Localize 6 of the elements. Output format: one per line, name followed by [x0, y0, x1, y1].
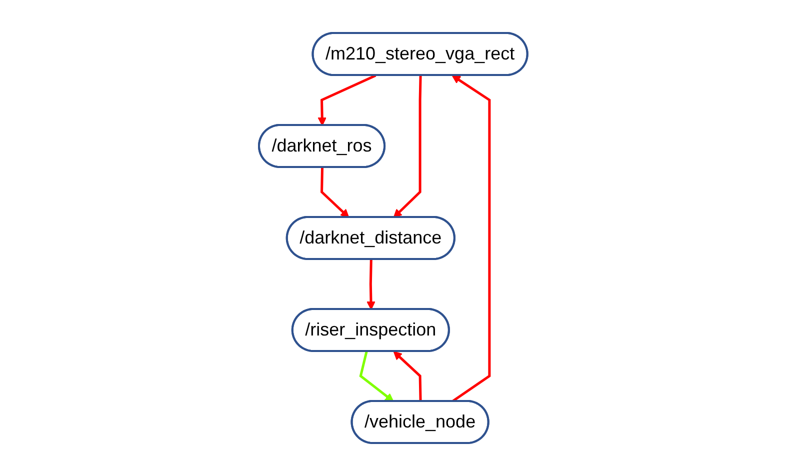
arrow [393, 75, 422, 218]
arrow [366, 259, 376, 310]
arrow [320, 167, 350, 218]
arrow [359, 351, 394, 402]
arrow [318, 74, 376, 126]
arrow [393, 351, 422, 402]
